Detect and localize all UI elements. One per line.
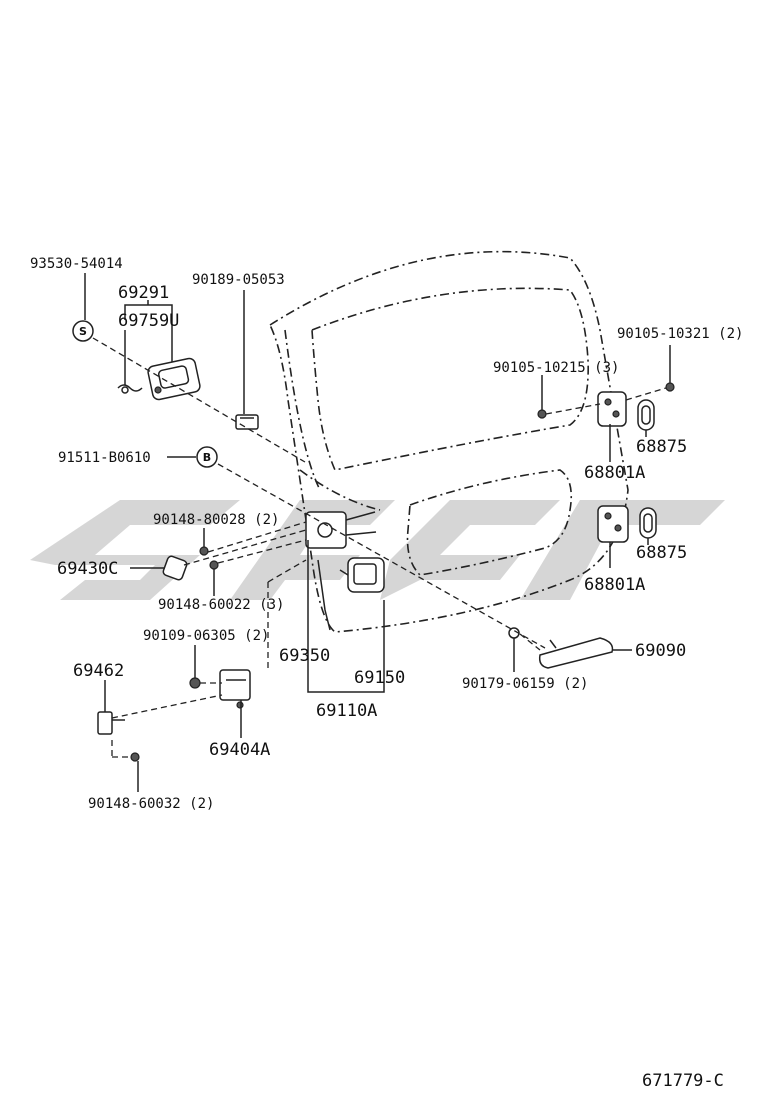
part-rod [317,559,331,631]
watermark-logo [30,500,725,600]
part-69404a-striker [219,669,251,709]
label-90105-10215: 90105-10215 (3) [493,360,619,376]
label-91511-b0610: 91511-B0610 [58,450,151,466]
part-hinge-upper [597,391,627,427]
part-90148-60032-screw [130,752,140,762]
callout-b: B [196,446,218,468]
part-hinge-lower [597,505,629,543]
part-69150-actuator [339,557,385,593]
label-90148-80028: 90148-80028 (2) [153,512,279,528]
part-69759u-clip [117,384,143,394]
part-69350-lock [305,511,377,549]
part-gasket-lower [639,507,657,539]
part-69291-handle [147,357,201,401]
part-labels: 93530-54014 69291 69759U 90189-05053 901… [30,256,743,1091]
leader-lines [84,273,671,792]
label-68875-top: 68875 [636,437,687,457]
label-69462: 69462 [73,661,124,681]
label-90109-06305: 90109-06305 (2) [143,628,269,644]
label-69430c: 69430C [57,559,118,579]
part-69462-bracket [97,711,125,735]
label-90148-60022: 90148-60022 (3) [158,597,284,613]
label-69759u: 69759U [118,311,179,331]
dashed-lines [92,337,667,758]
part-69430c-cover [162,555,188,581]
part-69090-handle [538,637,614,669]
label-69110a: 69110A [316,701,377,721]
part-90189-bumper [235,414,259,430]
label-68801a-bottom: 68801A [584,575,645,595]
callout-s: S [72,320,94,342]
label-90179-06159: 90179-06159 (2) [462,676,588,692]
label-90189-05053: 90189-05053 [192,272,285,288]
label-68875-bottom: 68875 [636,543,687,563]
part-gasket-upper [637,399,655,431]
label-69404a: 69404A [209,740,270,760]
label-69291: 69291 [118,283,169,303]
label-93530-54014: 93530-54014 [30,256,123,272]
callout-s-text: S [79,325,87,338]
callout-b-text: B [203,451,211,464]
back-door-outline [268,250,629,633]
label-69350: 69350 [279,646,330,666]
part-90109-bolt [189,677,201,689]
label-69150: 69150 [354,668,405,688]
label-90105-10321: 90105-10321 (2) [617,326,743,342]
label-69090: 69090 [635,641,686,661]
label-90148-60032: 90148-60032 (2) [88,796,214,812]
diagram-reference: 671779-C [642,1071,724,1091]
label-68801a-top: 68801A [584,463,645,483]
